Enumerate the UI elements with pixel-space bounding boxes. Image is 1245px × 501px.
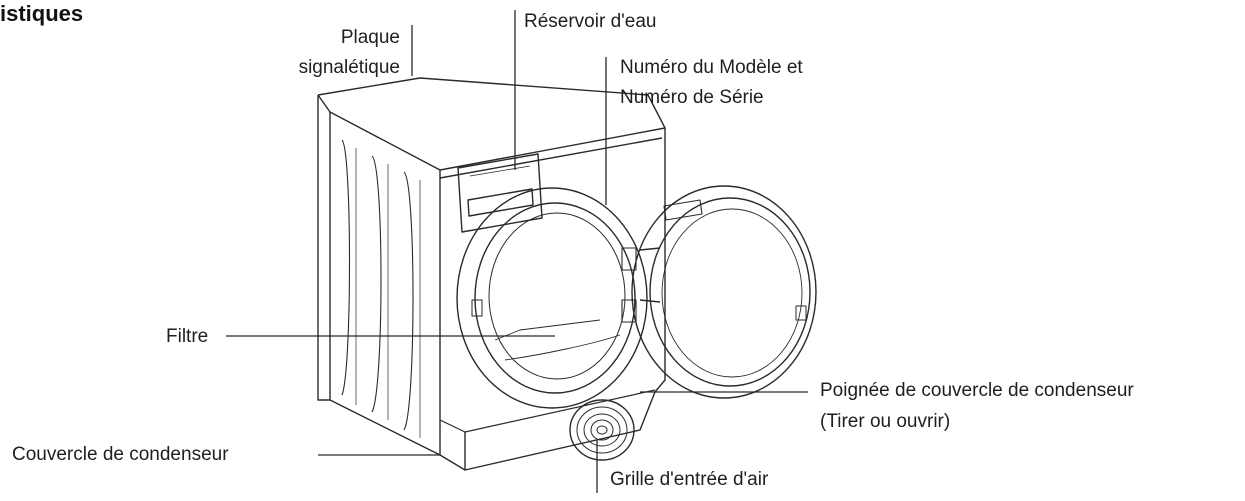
label-reservoir: Réservoir d'eau <box>524 11 657 32</box>
label-numero-line2: Numéro de Série <box>620 87 764 108</box>
leader-lines <box>226 10 808 493</box>
label-couvercle: Couvercle de condenseur <box>12 444 229 465</box>
label-plaque-line2: signalétique <box>298 57 400 78</box>
air-intake-grill <box>569 399 635 461</box>
label-grille: Grille d'entrée d'air <box>610 469 769 490</box>
dryer-cabinet <box>317 77 666 471</box>
water-tank-drawer <box>457 153 543 233</box>
label-poignee-line1: Poignée de couvercle de condenseur <box>820 380 1134 401</box>
label-plaque-line1: Plaque <box>340 27 400 48</box>
label-numero-line1: Numéro du Modèle et <box>620 57 803 78</box>
label-filtre: Filtre <box>166 326 209 347</box>
label-poignee-line2: (Tirer ou ouvrir) <box>820 411 951 432</box>
drum-opening <box>456 187 648 409</box>
section-heading: istiques <box>0 1 84 26</box>
open-door <box>631 185 817 399</box>
